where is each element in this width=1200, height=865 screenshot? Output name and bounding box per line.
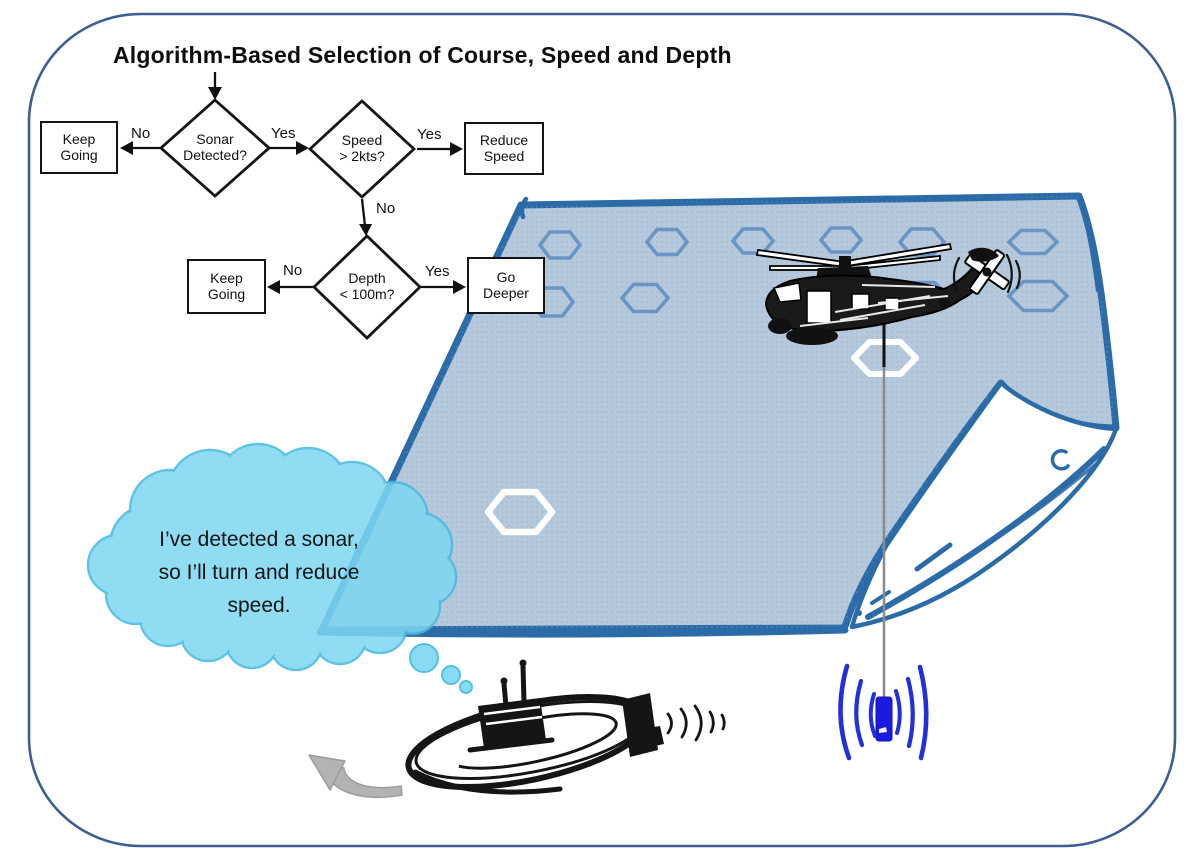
hexagon-cell <box>1006 279 1070 313</box>
slide-border <box>27 12 1177 848</box>
flow-diamond-label: Sonar Detected? <box>183 131 247 163</box>
flow-diamond-sonar-detected: Sonar Detected? <box>159 98 271 198</box>
active-hexagon-helicopter <box>851 339 919 377</box>
edge-label-speed-yes: Yes <box>417 126 442 143</box>
flow-diamond-depth-check: Depth < 100m? <box>312 234 422 340</box>
hexagon-cell <box>818 226 864 254</box>
flow-diamond-speed-check: Speed > 2kts? <box>308 99 416 199</box>
hexagon-cell <box>537 230 583 260</box>
flow-diamond-label: Depth < 100m? <box>339 270 395 302</box>
submarine-icon <box>405 659 726 795</box>
flow-diamond-label: Speed > 2kts? <box>339 132 385 164</box>
flowchart-connectors <box>120 72 466 294</box>
edge-label-depth-yes: Yes <box>425 263 450 280</box>
sonar-waves-icon <box>838 663 929 761</box>
hexagon-cell <box>619 282 671 314</box>
active-hexagon-lower <box>484 488 556 536</box>
periscope-masts <box>500 659 527 709</box>
helicopter-icon <box>755 242 1021 345</box>
flow-box-label: Reduce Speed <box>479 131 529 164</box>
page-title: Algorithm-Based Selection of Course, Spe… <box>113 42 732 68</box>
edge-label-sonar-yes: Yes <box>271 125 296 142</box>
thought-bubble-trail <box>409 643 473 694</box>
flow-box-label: Keep Going <box>60 130 98 163</box>
dipping-sonar-icon <box>838 663 929 761</box>
flow-box-keep-going-2: Keep Going <box>187 259 266 314</box>
turn-arrow-icon <box>308 754 403 799</box>
hexagon-cell <box>1006 228 1060 256</box>
flow-box-go-deeper: Go Deeper <box>467 257 545 314</box>
tail-rotor-icon <box>952 247 1021 295</box>
hexagon-cell <box>644 227 690 257</box>
thought-cloud <box>86 442 458 672</box>
flow-box-keep-going-1: Keep Going <box>40 121 118 174</box>
hexagon-cell <box>730 227 776 255</box>
page-curl <box>849 380 1119 630</box>
submarine-sound-waves-icon <box>666 704 726 742</box>
edge-label-depth-no: No <box>283 262 303 279</box>
edge-label-speed-no: No <box>376 200 396 217</box>
thought-bubble-text: I’ve detected a sonar, so I’ll turn and … <box>158 528 360 617</box>
flow-box-label: Keep Going <box>207 269 246 302</box>
flow-box-reduce-speed: Reduce Speed <box>464 122 544 175</box>
flow-box-label: Go Deeper <box>483 268 529 301</box>
active-hexagons <box>484 339 919 536</box>
edge-label-sonar-no: No <box>131 125 151 142</box>
